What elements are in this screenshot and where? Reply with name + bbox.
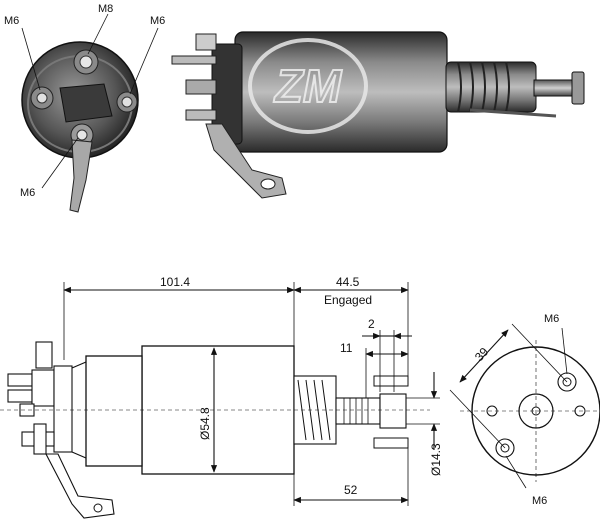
bracket-hole bbox=[260, 178, 276, 190]
dim-plunger-diameter: Ø14.3 bbox=[429, 443, 443, 476]
return-spring bbox=[457, 61, 510, 113]
dim-overall-length: 101.4 bbox=[160, 275, 190, 289]
plunger-end bbox=[379, 393, 407, 429]
terminal-m6-left bbox=[30, 86, 54, 110]
callout-m6-end-top: M6 bbox=[544, 313, 559, 325]
end-view-drawing: 39 M6 M6 bbox=[449, 313, 600, 507]
drawing-rod-top bbox=[373, 375, 409, 387]
terminal-m6-right bbox=[116, 91, 138, 113]
callout-m6-top-right: M6 bbox=[150, 15, 165, 27]
center-insulator bbox=[59, 83, 113, 123]
callout-m8-top-center: M8 bbox=[98, 3, 113, 15]
technical-drawing: 101.4 44.5 Engaged 2 11 Ø54.8 Ø14.3 52 bbox=[0, 275, 443, 519]
bracket-tab bbox=[69, 139, 93, 213]
plunger-tip bbox=[571, 71, 585, 105]
drawing-rod-bottom bbox=[373, 437, 409, 449]
side-pin bbox=[469, 108, 557, 118]
dim-engaged-label: Engaged bbox=[324, 293, 372, 307]
dim-body-diameter: Ø54.8 bbox=[198, 407, 212, 440]
drawing-bracket bbox=[45, 453, 115, 519]
drawing-terminals bbox=[7, 341, 73, 455]
dim-nose-length: 52 bbox=[344, 483, 358, 497]
terminal-m8-top bbox=[73, 49, 99, 75]
callout-m6-bottom-left: M6 bbox=[20, 187, 35, 199]
photo-end-view: M6 M8 M6 M6 bbox=[4, 3, 165, 213]
dim-gap-small: 2 bbox=[368, 317, 375, 331]
dim-engaged-length: 44.5 bbox=[336, 275, 360, 289]
drawing-flange bbox=[85, 355, 143, 467]
watermark-text: ZM bbox=[273, 60, 343, 112]
dim-bolt-spacing: 39 bbox=[472, 344, 492, 364]
callout-m6-top-left: M6 bbox=[4, 15, 19, 27]
side-terminals bbox=[171, 33, 217, 121]
plunger-thread bbox=[343, 398, 369, 424]
watermark-logo: ZM bbox=[248, 38, 368, 134]
dim-gap-plunger: 11 bbox=[340, 341, 353, 355]
photo-side-view: ZM bbox=[171, 31, 585, 199]
callout-m6-end-bottom: M6 bbox=[532, 495, 547, 507]
drawing-plunger bbox=[335, 397, 381, 425]
